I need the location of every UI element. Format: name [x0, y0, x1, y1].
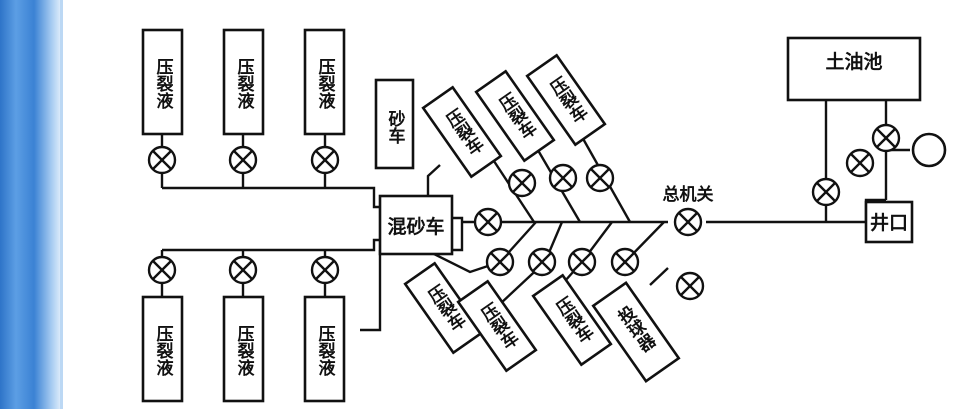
- valves: [147, 123, 901, 301]
- fluid-tank-top-1: 压裂液: [141, 28, 184, 136]
- fluid-tank-bottom-3: 压裂液: [303, 295, 346, 403]
- fluid-tank-label: 压裂液: [315, 325, 337, 377]
- valve-icon: [147, 255, 177, 285]
- valve-icon: [473, 207, 503, 237]
- fluid-tank-label: 压裂液: [315, 58, 337, 110]
- wellhead-label: 井口: [870, 212, 908, 234]
- fluid-tank-top-2: 压裂液: [222, 28, 265, 136]
- frac-truck-upper-3: 压裂车: [525, 53, 607, 147]
- valve-icon: [675, 271, 705, 301]
- fluid-tank-label: 压裂液: [153, 58, 175, 110]
- valve-icon: [567, 247, 597, 277]
- valve-icon: [527, 247, 557, 277]
- valve-icon: [310, 255, 340, 285]
- frac-truck-lower-3: 压裂车: [531, 273, 613, 367]
- ball-injector: 投球器: [591, 281, 681, 383]
- fluid-tank-bottom-1: 压裂液: [141, 295, 184, 403]
- valve-icon: [228, 255, 258, 285]
- valve-icon: [228, 145, 258, 175]
- valve-icon: [610, 247, 640, 277]
- pressure-gauge-icon: [911, 132, 947, 168]
- main-valve-label: 总机关: [663, 184, 714, 205]
- wellhead: 井口: [864, 200, 914, 244]
- fluid-tank-top-3: 压裂液: [303, 28, 346, 136]
- valve-icon: [507, 168, 537, 198]
- valve-icon: [585, 163, 615, 193]
- fluid-tank-bottom-2: 压裂液: [222, 295, 265, 403]
- sidebar-edge: [60, 0, 63, 409]
- fluid-tank-label: 压裂液: [234, 58, 256, 110]
- frac-truck-upper-2: 压裂车: [474, 69, 556, 163]
- valve-icon: [845, 148, 875, 178]
- sand-truck-label: 砂车: [385, 109, 406, 145]
- fluid-tank-label: 压裂液: [153, 325, 175, 377]
- sand-truck: 砂车: [374, 78, 415, 170]
- blender-truck: 混砂车: [378, 194, 454, 256]
- fluid-tank-label: 压裂液: [234, 325, 256, 377]
- valve-icon: [485, 247, 515, 277]
- blender-truck-label: 混砂车: [387, 215, 444, 238]
- earth-oil-pit-label: 土油池: [825, 50, 882, 73]
- valve-icon: [871, 123, 901, 153]
- slide-sidebar-decoration: [0, 0, 63, 409]
- valve-icon: [673, 207, 703, 237]
- valve-icon: [147, 145, 177, 175]
- valve-icon: [811, 177, 841, 207]
- earth-oil-pit: 土油池: [786, 36, 922, 102]
- valve-icon: [310, 145, 340, 175]
- valve-icon: [548, 163, 578, 193]
